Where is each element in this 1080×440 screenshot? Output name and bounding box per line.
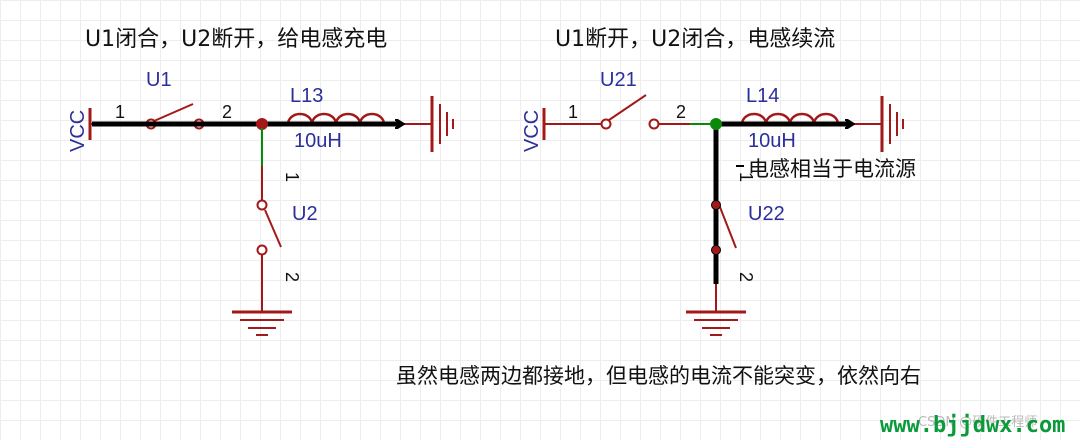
switch-u21-pin-1: 1 xyxy=(568,102,578,122)
junction-dot-left xyxy=(256,118,268,130)
inductor-current-source-note: 电感相当于电流源 xyxy=(748,157,916,181)
right-circuit: U1断开，U2闭合，电感续流 VCC U21 1 2 L14 10uH xyxy=(521,27,916,336)
inductor-l13-ref: L13 xyxy=(290,85,323,107)
inductor-l14: L14 10uH xyxy=(740,85,882,152)
switch-u1-ref: U1 xyxy=(146,69,172,91)
junction-dot-right xyxy=(710,118,722,130)
inductor-ground-right xyxy=(880,96,904,152)
switch-u21-ref: U21 xyxy=(600,69,637,91)
site-watermark: www.bjjdwx.com xyxy=(880,413,1065,438)
switch-u21-pin-2: 2 xyxy=(676,102,686,122)
vcc-label-left: VCC xyxy=(67,110,89,152)
switch-u1: U1 1 2 xyxy=(115,69,262,130)
vcc-power-port-left: VCC xyxy=(67,108,150,152)
inductor-l14-value: 10uH xyxy=(748,130,796,152)
switch-u2: U2 1 2 xyxy=(256,166,318,312)
switch-u1-pin-1: 1 xyxy=(115,102,125,122)
switch-u2-ref: U2 xyxy=(292,203,318,225)
switch-u21: U21 1 2 xyxy=(568,69,690,130)
switch-u2-pin-2: 2 xyxy=(282,272,302,282)
switch-u22-ref: U22 xyxy=(748,203,785,225)
vcc-label-right: VCC xyxy=(521,110,543,152)
inductor-l13-value: 10uH xyxy=(294,130,342,152)
inductor-l14-ref: L14 xyxy=(746,85,779,107)
inductor-l13: L13 10uH xyxy=(262,85,432,152)
left-circuit: U1闭合，U2断开，给电感充电 VCC U1 1 2 L13 10uH xyxy=(67,27,454,336)
ground-symbol-left-bottom xyxy=(232,310,292,336)
switch-u22-pin-1: 1 xyxy=(736,172,756,182)
ground-symbol-right-bottom xyxy=(686,310,746,336)
switch-u22-pin-2: 2 xyxy=(736,272,756,282)
inductor-ground-left xyxy=(430,96,454,152)
csdn-watermark: CSDN @硬件工程师 xyxy=(918,415,1037,430)
switch-u1-pin-2: 2 xyxy=(222,102,232,122)
footer-note: 虽然电感两边都接地，但电感的电流不能突变，依然向右 xyxy=(396,364,921,388)
left-circuit-title: U1闭合，U2断开，给电感充电 xyxy=(85,27,387,52)
vcc-power-port-right: VCC xyxy=(521,108,602,152)
switch-u2-pin-1: 1 xyxy=(282,172,302,182)
switch-u22: U22 1 2 xyxy=(715,172,785,312)
right-circuit-title: U1断开，U2闭合，电感续流 xyxy=(555,27,835,52)
